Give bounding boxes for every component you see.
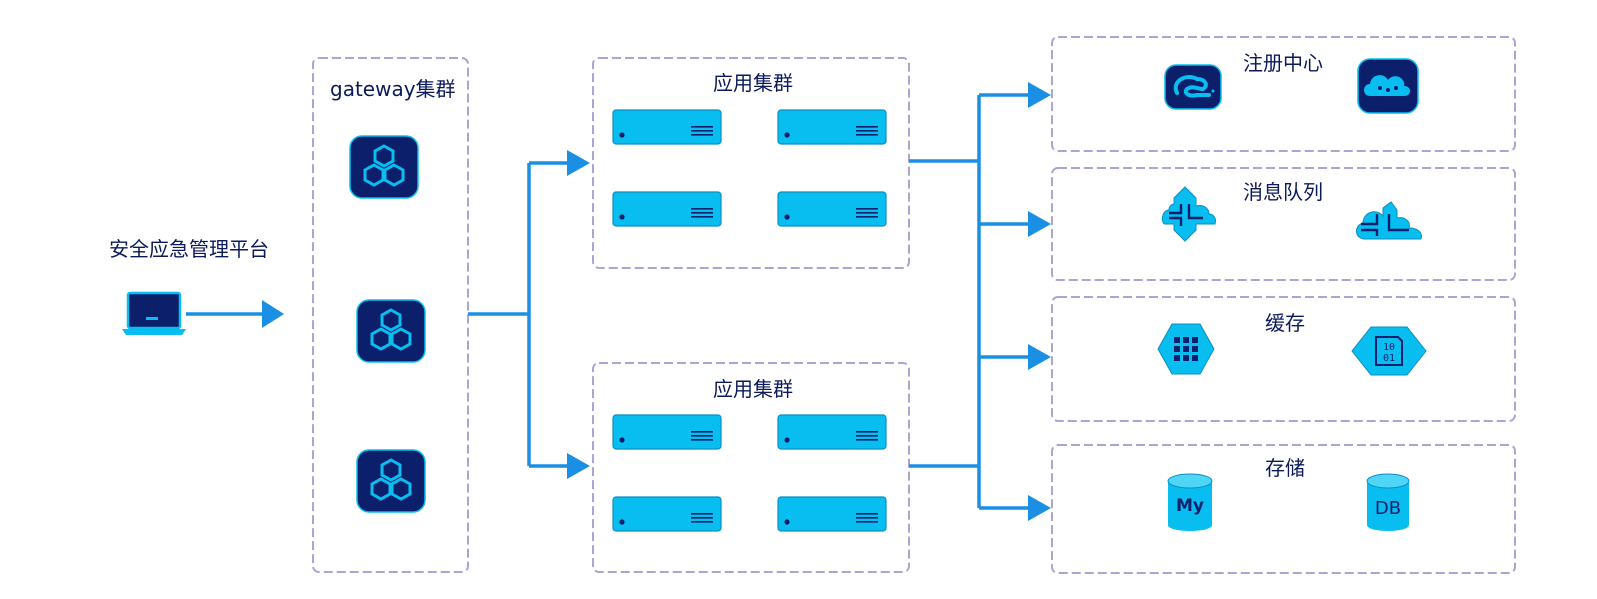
laptop-icon [122,291,186,335]
cache-label: 缓存 [1265,311,1305,335]
arrowheads [262,82,1051,521]
cache-grid-icon [1157,323,1215,375]
registry-center-label: 注册中心 [1243,51,1323,75]
svg-text:10: 10 [1383,342,1395,353]
arrow-to-app-cluster-2-icon [567,453,590,479]
arrow-to-app-cluster-1-icon [567,150,590,176]
connectors [186,93,1030,510]
cloud-registry-icon [1357,58,1419,114]
nacos-icon [1164,64,1222,110]
server-icon [612,414,722,450]
message-queue-label: 消息队列 [1243,180,1323,204]
server-icon [777,109,887,145]
server-icon [777,414,887,450]
arrow-to-mq-icon [1028,211,1051,237]
svg-text:DB: DB [1375,498,1401,519]
svg-text:01: 01 [1383,353,1395,364]
cache-binary-icon: 10 01 [1351,326,1427,376]
server-icon [612,496,722,532]
app-cluster-box-1 [592,57,910,269]
storage-label: 存储 [1265,456,1305,480]
arrow-to-registry-icon [1028,82,1051,108]
registry-center-box [1051,36,1516,152]
app-cluster-label-2: 应用集群 [713,377,793,401]
server-icon [612,109,722,145]
mysql-icon: My [1167,473,1213,531]
gateway-node-icon [355,298,427,364]
arrow-to-cache-icon [1028,344,1051,370]
server-icon [612,191,722,227]
server-icon [777,496,887,532]
storage-box [1051,444,1516,574]
arrow-to-storage-icon [1028,495,1051,521]
cache-box [1051,296,1516,422]
message-queue-box [1051,167,1516,281]
gateway-node-icon [355,448,427,514]
gateway-cluster-label: gateway集群 [330,77,456,101]
client-label: 安全应急管理平台 [109,237,269,261]
app-cluster-label-1: 应用集群 [713,71,793,95]
database-icon: DB [1366,473,1410,531]
server-icon [777,191,887,227]
message-queue-icon [1161,186,1216,242]
gateway-node-icon [348,134,420,200]
arrow-to-gateway-icon [262,300,284,328]
svg-text:My: My [1176,496,1204,516]
message-queue-cloud-icon [1356,201,1422,240]
